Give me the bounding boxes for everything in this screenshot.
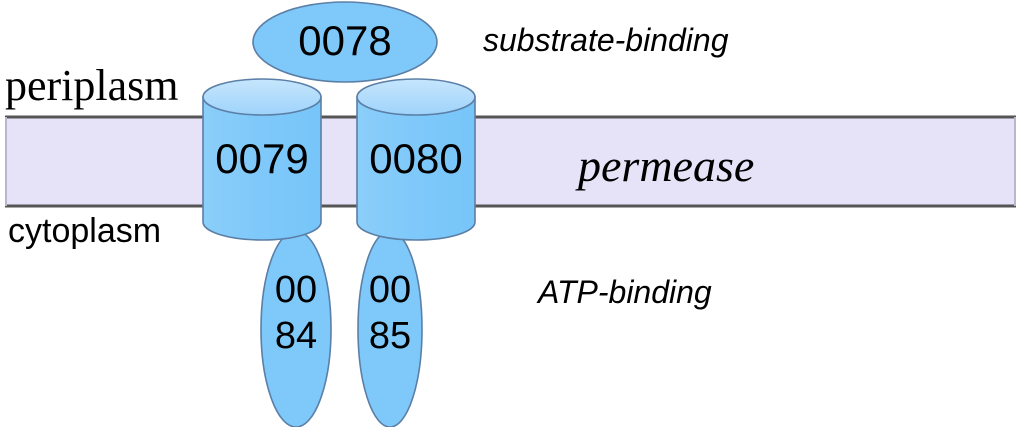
permease-annotation: permease <box>575 140 754 191</box>
atp-right-label-line1: 00 <box>369 269 411 311</box>
atp-binding-subunit-left[interactable]: 00 84 <box>260 230 332 427</box>
periplasm-label: periplasm <box>5 61 179 110</box>
permease-subunit-left[interactable]: 0079 <box>202 78 322 241</box>
permease-subunit-right[interactable]: 0080 <box>356 78 476 241</box>
atp-left-label-line2: 84 <box>275 315 317 357</box>
atp-right-label-line2: 85 <box>369 315 411 357</box>
permease-right-body <box>356 96 476 241</box>
permease-left-label: 0079 <box>215 135 308 182</box>
substrate-binding-label: 0078 <box>298 17 391 64</box>
permease-left-body <box>202 96 322 241</box>
permease-right-label: 0080 <box>369 135 462 182</box>
substrate-binding-annotation: substrate-binding <box>483 22 729 58</box>
cytoplasm-label: cytoplasm <box>8 212 161 250</box>
substrate-binding-body <box>252 1 438 83</box>
membrane-fill <box>5 116 1016 207</box>
permease-left-cap <box>202 78 322 116</box>
atp-binding-annotation: ATP-binding <box>536 274 712 310</box>
permease-right-cap <box>356 78 476 116</box>
membrane-band <box>5 115 1016 208</box>
atp-binding-subunit-right[interactable]: 00 85 <box>357 230 423 427</box>
substrate-binding-subunit[interactable]: 0078 <box>252 1 438 83</box>
atp-left-label-line1: 00 <box>275 269 317 311</box>
